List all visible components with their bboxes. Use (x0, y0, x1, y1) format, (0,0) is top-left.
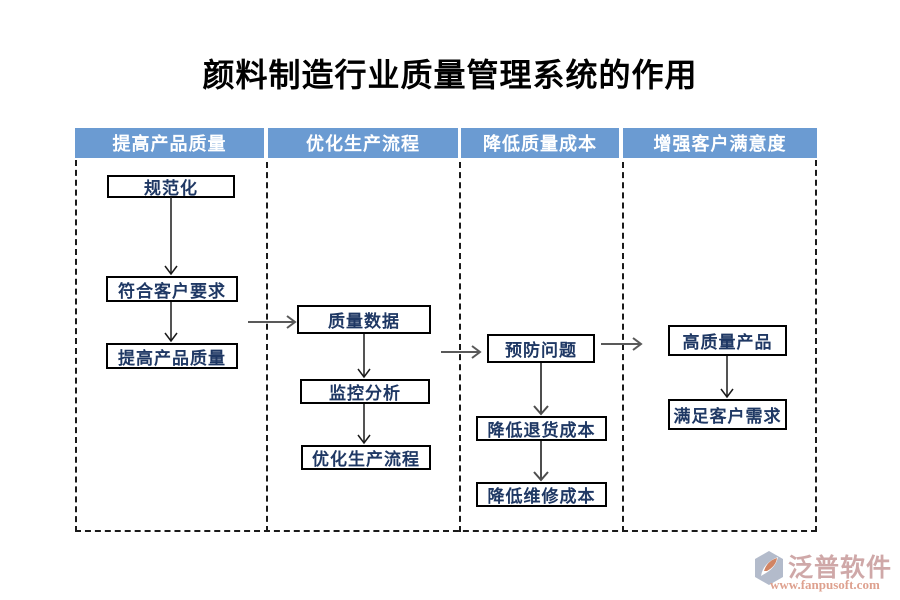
flow-node-lane2-box1: 质量数据 (297, 305, 431, 334)
lane-divider-3 (622, 162, 624, 532)
flow-node-lane2-box2: 监控分析 (300, 379, 430, 404)
watermark-url: www.fanpusoft.com (770, 577, 880, 592)
flow-node-lane3-box3: 降低维修成本 (476, 482, 607, 507)
lane-header-improve-quality: 提高产品质量 (75, 128, 264, 158)
lane-divider-1 (266, 162, 268, 532)
fanpu-logo-icon (755, 551, 783, 585)
flow-node-lane2-box3: 优化生产流程 (301, 445, 431, 470)
fanpu-watermark: 泛普软件 www.fanpusoft.com (748, 548, 896, 594)
lane-header-customer-satisfaction: 增强客户满意度 (623, 128, 817, 158)
lane-divider-2 (459, 162, 461, 532)
flow-node-lane1-box1: 规范化 (107, 175, 235, 198)
flow-node-lane4-box2: 满足客户需求 (668, 399, 787, 430)
flow-node-lane3-box2: 降低退货成本 (476, 416, 607, 441)
flow-node-lane1-box2: 符合客户要求 (106, 276, 238, 302)
diagram-title: 颜料制造行业质量管理系统的作用 (202, 57, 698, 93)
flow-node-lane4-box1: 高质量产品 (668, 325, 787, 356)
watermark-brand: 泛普软件 (788, 554, 893, 582)
lane-header-optimize-process: 优化生产流程 (268, 128, 458, 158)
flow-node-lane1-box3: 提高产品质量 (106, 343, 238, 369)
diagram-frame (75, 160, 817, 532)
flow-node-lane3-box1: 预防问题 (487, 334, 595, 363)
lane-header-reduce-cost: 降低质量成本 (461, 128, 619, 158)
